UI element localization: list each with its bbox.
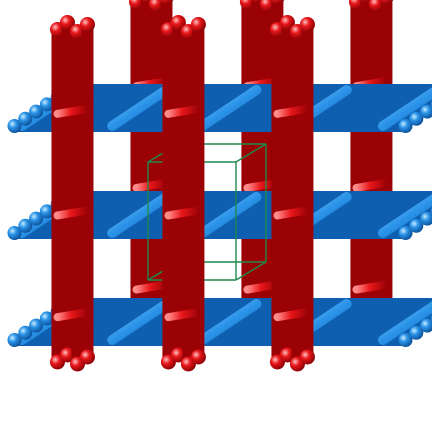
blue-layer-bottom-rod-depth-4	[377, 301, 432, 345]
red-column-back-2-ball-top-0	[348, 0, 364, 10]
red-column-back-1-ball-top-0	[239, 0, 255, 10]
red-column-front-2-link-2	[273, 308, 312, 322]
red-column-front-0-ball-top-1	[59, 14, 75, 30]
red-column-front-2-ball-bottom-3	[299, 349, 315, 365]
red-column-back-2-link-2	[352, 280, 391, 294]
red-column-back-1-ball-top-2	[259, 0, 275, 12]
red-column-back-0-link-11	[132, 178, 171, 192]
blue-layer-middle-rod-depth-4	[377, 194, 432, 238]
red-column-front-1-link-11	[164, 206, 203, 220]
blue-layer-bottom-ball-right-2	[420, 318, 432, 333]
blue-layer-bottom-rod-depth-2	[197, 299, 262, 345]
red-column-back-2-ball-top-2	[368, 0, 384, 12]
red-column-front-1-link-2	[164, 308, 203, 322]
blue-layer-middle-ball-right-1	[409, 218, 424, 233]
red-column-front-1-ball-bottom-1	[170, 347, 186, 363]
red-column-back-1-ball-top-1	[251, 0, 263, 3]
red-column-back-1-ball-top-3	[270, 0, 285, 5]
middle-layer	[7, 83, 432, 347]
blue-layer-top-rod-depth-1	[107, 85, 172, 131]
blue-layer-bottom-rod-depth-1	[107, 299, 172, 345]
red-column-back-0-ball-top-2	[148, 0, 164, 12]
red-column-back-0-link-2	[132, 280, 171, 294]
red-column-front-2-ball-top-1	[279, 14, 295, 30]
blue-layer-bottom-ball-left-0	[7, 333, 22, 347]
red-column-front-2-ball-bottom-1	[279, 347, 295, 363]
blue-layer-middle-ball-left-0	[7, 226, 22, 240]
red-column-back-0-ball-top-3	[159, 0, 174, 5]
blue-layer-top-rod-depth-4	[377, 87, 432, 131]
red-column-front-0-ball-bottom-3	[79, 349, 95, 365]
blue-layer-bottom-ball-right-0	[398, 333, 413, 347]
red-column-front-1-ball-top-3	[190, 16, 206, 32]
blue-layer-middle-ball-right-2	[420, 211, 432, 226]
red-column-front-1-ball-bottom-3	[190, 349, 206, 365]
red-column-back-2-ball-top-3	[379, 0, 394, 5]
red-column-back-2-ball-top-1	[360, 0, 372, 3]
blue-layer-top-ball-left-2	[29, 104, 44, 119]
front-layer	[49, 14, 315, 372]
blue-layer-middle-ball-right-0	[398, 226, 413, 240]
blue-layer-middle-ball-left-3	[39, 204, 54, 219]
red-column-front-2-ball-top-3	[299, 16, 315, 32]
blue-layer-bottom-ball-left-1	[18, 325, 33, 340]
blue-layer-bottom-ball-left-3	[39, 311, 54, 326]
red-column-front-0-link-11	[53, 206, 92, 220]
red-column-front-0-link-21	[53, 104, 92, 118]
blue-layer-top-rod-depth-2	[197, 85, 262, 131]
red-column-front-0-link-2	[53, 308, 92, 322]
red-column-front-2-link-11	[273, 206, 312, 220]
red-column-back-0-ball-top-0	[128, 0, 144, 10]
red-column-front-0-ball-bottom-1	[59, 347, 75, 363]
blue-layer-bottom-ball-left-2	[29, 318, 44, 333]
blue-layer-middle-ball-left-2	[29, 211, 44, 226]
red-column-back-0-ball-top-1	[141, 0, 152, 3]
blue-layer-bottom-ball-right-1	[409, 325, 424, 340]
blue-layer-top-ball-left-3	[39, 97, 54, 112]
red-column-front-0-ball-top-3	[79, 16, 95, 32]
red-column-front-1-ball-top-1	[170, 14, 186, 30]
red-column-front-1-link-21	[164, 104, 203, 118]
blue-layer-middle-rod-depth-2	[197, 192, 262, 238]
blue-layer-middle-ball-left-1	[18, 218, 33, 233]
blue-layer-top-ball-right-0	[398, 119, 413, 133]
unit-cell-edge-9	[235, 143, 267, 163]
red-column-front-2-link-21	[273, 104, 312, 118]
blue-layer-top-ball-right-2	[420, 104, 432, 119]
blue-layer-top-ball-left-0	[7, 119, 22, 133]
red-column-back-2-link-11	[352, 178, 391, 192]
blue-layer-top-ball-right-1	[409, 111, 424, 126]
unit-cell-edge-10	[235, 261, 267, 281]
blue-layer-middle-rod-depth-1	[107, 192, 172, 238]
blue-layer-top-ball-left-1	[18, 111, 33, 126]
